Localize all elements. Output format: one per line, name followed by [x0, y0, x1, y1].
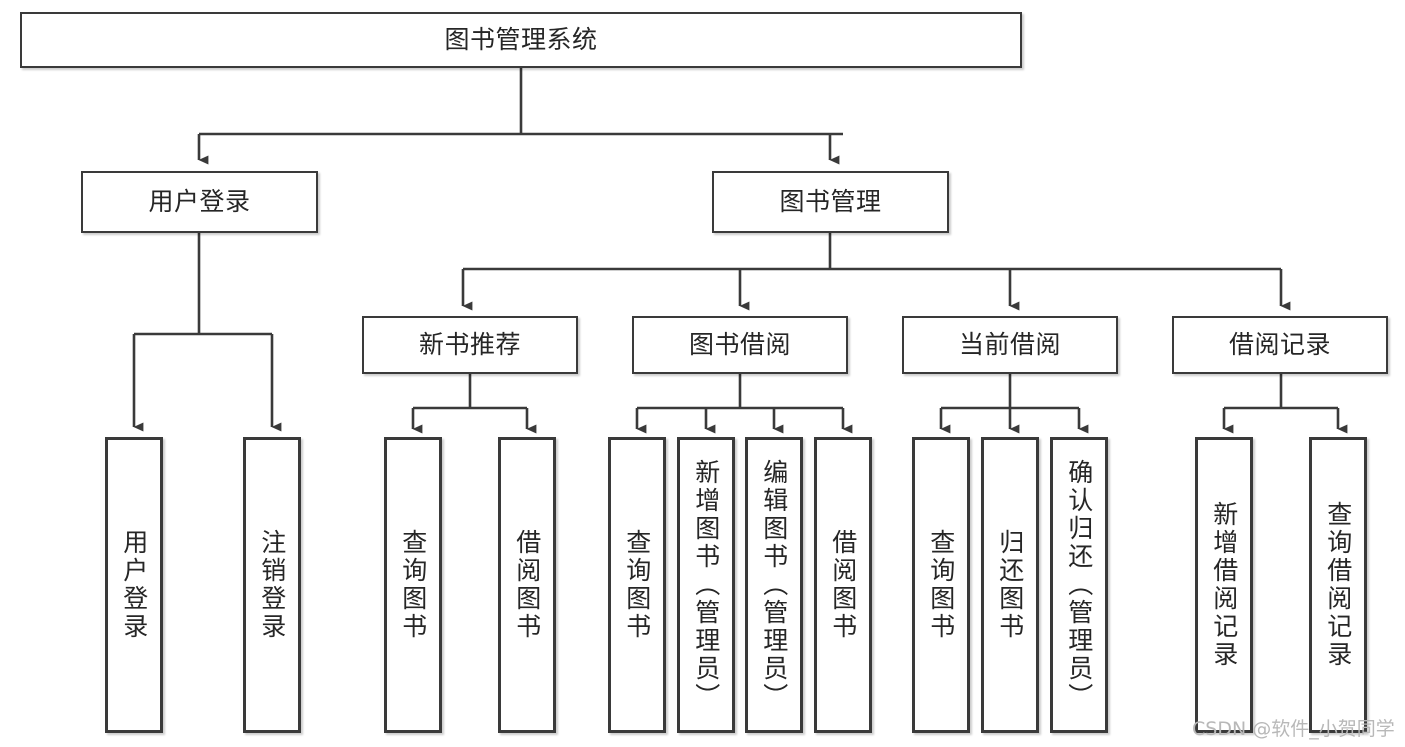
node-leaf-return-book[interactable]: 归还图书 [981, 437, 1039, 733]
node-label: 借阅图书 [828, 529, 858, 641]
node-leaf-borrow-book-2[interactable]: 借阅图书 [814, 437, 872, 733]
node-label: 新书推荐 [418, 329, 521, 359]
node-book-borrow[interactable]: 图书借阅 [632, 316, 848, 374]
node-label: 图书管理 [779, 186, 882, 216]
node-label: 查询图书 [398, 529, 428, 641]
node-label: 新增借阅记录 [1209, 501, 1239, 669]
node-label: 查询图书 [926, 529, 956, 641]
node-leaf-user-logout[interactable]: 注销登录 [243, 437, 301, 733]
node-root-book-management-system[interactable]: 图书管理系统 [20, 12, 1022, 68]
node-leaf-query-book-1[interactable]: 查询图书 [384, 437, 442, 733]
node-label: 查询图书 [622, 529, 652, 641]
node-label: 用户登录 [119, 529, 149, 641]
node-leaf-confirm-return[interactable]: 确认归还（管理员） [1050, 437, 1108, 733]
node-label: 归还图书 [995, 529, 1025, 641]
node-leaf-query-book-2[interactable]: 查询图书 [608, 437, 666, 733]
node-leaf-user-login[interactable]: 用户登录 [105, 437, 163, 733]
node-leaf-edit-book[interactable]: 编辑图书（管理员） [745, 437, 803, 733]
node-label: 当前借阅 [958, 329, 1061, 359]
node-label: 图书管理系统 [444, 24, 598, 54]
node-leaf-add-book[interactable]: 新增图书（管理员） [677, 437, 735, 733]
node-label: 确认归还（管理员） [1064, 459, 1094, 711]
node-label: 图书借阅 [688, 329, 791, 359]
node-current-borrow[interactable]: 当前借阅 [902, 316, 1118, 374]
node-leaf-query-book-3[interactable]: 查询图书 [912, 437, 970, 733]
node-label: 用户登录 [148, 186, 251, 216]
node-leaf-add-record[interactable]: 新增借阅记录 [1195, 437, 1253, 733]
node-label: 编辑图书（管理员） [759, 459, 789, 711]
node-label: 借阅图书 [512, 529, 542, 641]
node-leaf-borrow-book-1[interactable]: 借阅图书 [498, 437, 556, 733]
node-label: 注销登录 [257, 529, 287, 641]
node-user-login[interactable]: 用户登录 [81, 171, 318, 233]
node-book-management[interactable]: 图书管理 [712, 171, 949, 233]
node-label: 查询借阅记录 [1323, 501, 1353, 669]
node-leaf-query-record[interactable]: 查询借阅记录 [1309, 437, 1367, 733]
node-label: 新增图书（管理员） [691, 459, 721, 711]
node-new-book-recommend[interactable]: 新书推荐 [362, 316, 578, 374]
node-borrow-record[interactable]: 借阅记录 [1172, 316, 1388, 374]
node-label: 借阅记录 [1228, 329, 1331, 359]
